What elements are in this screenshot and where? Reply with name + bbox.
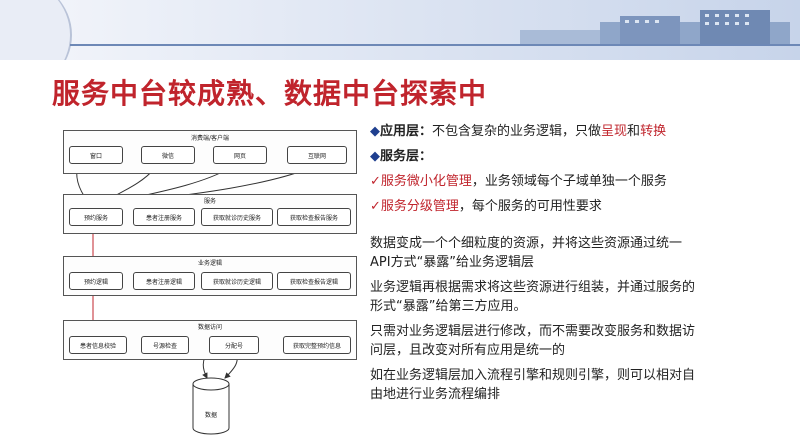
check2-highlight: 服务分级管理	[380, 199, 459, 214]
app-layer-label: 应用层：	[380, 124, 433, 139]
node-register-service: 患者注册服务	[133, 208, 195, 226]
check1-rest: ，业务领域每个子域单独一个服务	[471, 174, 667, 189]
node-history-logic: 获取就诊历史逻辑	[201, 272, 273, 290]
app-layer-desc: 不包含复杂的业务逻辑，只做	[432, 124, 602, 139]
service-layer-title: 服务	[203, 198, 216, 205]
paragraph-3: 只需对业务逻辑层进行修改，而不需要改变服务和数据访 问层，且改变对所有应用是统一…	[370, 322, 790, 360]
paragraph-3-line2: 问层，且改变对所有应用是统一的	[370, 343, 566, 358]
data-access-layer-title: 数据访问	[197, 324, 222, 331]
node-booking-service: 预约服务	[69, 208, 123, 226]
app-layer-hl2: 转换	[640, 124, 667, 139]
paragraph-4-line2: 由地进行业务流程编排	[370, 387, 501, 402]
node-internet: 互联网	[287, 146, 347, 164]
app-layer-bullet: ◆应用层：不包含复杂的业务逻辑，只做呈现和转换	[370, 122, 790, 141]
logic-layer-title: 业务逻辑	[197, 260, 222, 267]
node-wechat: 微信	[141, 146, 195, 164]
node-full-booking-info: 获取完整预约信息	[283, 336, 351, 354]
architecture-diagram: 消费端/客户端 窗口 微信 网页 互联网 服务 预约服务 患者注册服务 获取就诊…	[55, 128, 365, 448]
database-icon	[192, 377, 230, 435]
node-assign-number: 分配号	[209, 336, 259, 354]
check-item-micro-service: ✓服务微小化管理，业务领域每个子域单独一个服务	[370, 172, 790, 191]
node-slot-check: 号源检查	[141, 336, 189, 354]
check1-highlight: 服务微小化管理	[380, 174, 472, 189]
paragraph-1-line2: API方式“暴露”给业务逻辑层	[370, 255, 535, 270]
paragraph-4-line1: 如在业务逻辑层加入流程引擎和规则引擎，则可以相对自	[370, 368, 696, 383]
paragraph-2-line1: 业务逻辑再根据需求将这些资源进行组装，并通过服务的	[370, 280, 696, 295]
node-patient-check: 患者信息校验	[69, 336, 127, 354]
diamond-icon: ◆	[370, 124, 380, 139]
node-report-logic: 获取检查报告逻辑	[277, 272, 351, 290]
node-report-service: 获取检查报告服务	[277, 208, 351, 226]
header-banner	[0, 0, 800, 60]
paragraph-4: 如在业务逻辑层加入流程引擎和规则引擎，则可以相对自 由地进行业务流程编排	[370, 366, 790, 404]
paragraph-2: 业务逻辑再根据需求将这些资源进行组装，并通过服务的 形式“暴露”给第三方应用。	[370, 278, 790, 316]
diamond-icon: ◆	[370, 149, 380, 164]
check2-rest: ，每个服务的可用性要求	[458, 199, 602, 214]
description-text: ◆应用层：不包含复杂的业务逻辑，只做呈现和转换 ◆服务层： ✓服务微小化管理，业…	[370, 122, 790, 404]
decorative-curve	[0, 0, 72, 60]
slide-title: 服务中台较成熟、数据中台探索中	[52, 77, 488, 110]
paragraph-1: 数据变成一个个细粒度的资源，并将这些资源通过统一 API方式“暴露”给业务逻辑层	[370, 234, 790, 272]
node-history-service: 获取就诊历史服务	[201, 208, 273, 226]
node-webpage: 网页	[213, 146, 267, 164]
check-icon: ✓	[370, 199, 381, 214]
database-label: 数据	[204, 412, 217, 419]
node-register-logic: 患者注册逻辑	[133, 272, 195, 290]
node-booking-logic: 预约逻辑	[69, 272, 123, 290]
service-layer-label: 服务层：	[380, 149, 433, 164]
paragraph-3-line1: 只需对业务逻辑层进行修改，而不需要改变服务和数据访	[370, 324, 696, 339]
node-window: 窗口	[69, 146, 123, 164]
check-item-tiered-service: ✓服务分级管理，每个服务的可用性要求	[370, 197, 790, 216]
client-layer-title: 消费端/客户端	[190, 135, 230, 142]
skyline-illustration	[520, 10, 790, 44]
app-layer-hl1: 呈现	[601, 124, 628, 139]
app-layer-mid: 和	[627, 124, 641, 139]
paragraph-1-line1: 数据变成一个个细粒度的资源，并将这些资源通过统一	[370, 236, 683, 251]
check-icon: ✓	[370, 174, 381, 189]
header-rule	[70, 44, 800, 46]
paragraph-2-line2: 形式“暴露”给第三方应用。	[370, 299, 527, 314]
service-layer-bullet: ◆服务层：	[370, 147, 790, 166]
